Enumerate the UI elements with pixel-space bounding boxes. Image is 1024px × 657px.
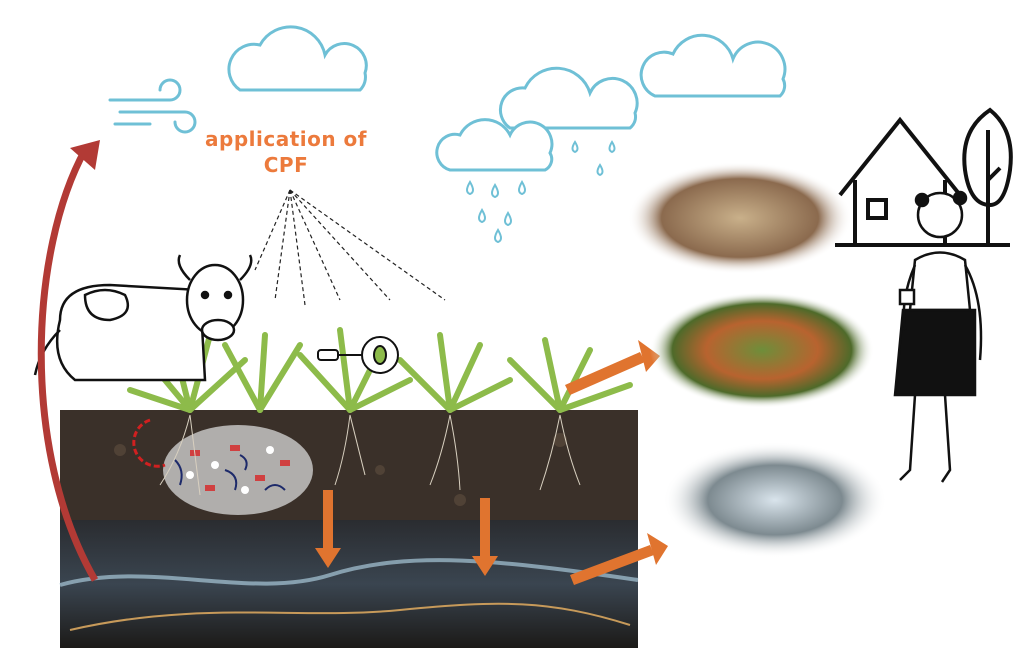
stream-water-image bbox=[663, 442, 887, 558]
label-line-1: application of bbox=[205, 127, 367, 151]
label-line-2: CPF bbox=[263, 153, 309, 177]
spray-lines bbox=[254, 189, 446, 306]
tree-icon bbox=[962, 107, 1013, 245]
wind-icon bbox=[108, 78, 197, 134]
roots bbox=[159, 414, 581, 496]
cloud-icon bbox=[639, 33, 787, 98]
cloud-icon bbox=[499, 66, 639, 130]
volatilization-arrow bbox=[37, 148, 99, 582]
groundwater-layer bbox=[60, 520, 638, 648]
soil-microbes bbox=[163, 425, 313, 515]
vegetables-image bbox=[650, 292, 874, 408]
transfer-arrows bbox=[315, 340, 668, 585]
rain-drops-icon bbox=[466, 140, 616, 244]
red-cycle-arrow bbox=[132, 418, 166, 468]
cow-illustration bbox=[33, 254, 253, 382]
application-label: application of CPF bbox=[196, 126, 376, 178]
food-products-image bbox=[628, 162, 852, 274]
cloud-icon bbox=[227, 25, 368, 92]
soil-layer bbox=[60, 410, 638, 525]
cloud-icon bbox=[435, 118, 554, 172]
insect-spray-icon bbox=[317, 336, 399, 374]
person-illustration bbox=[893, 190, 983, 483]
